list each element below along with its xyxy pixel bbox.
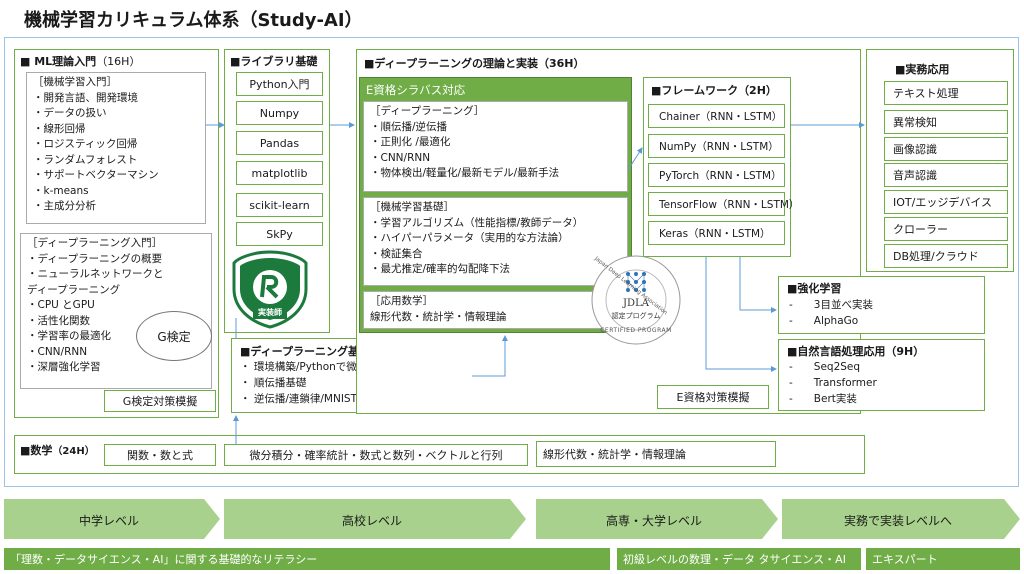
applications-header: ■実務応用 [895,63,950,76]
library-item-numpy: Numpy [236,101,323,125]
shield-icon [232,250,308,329]
literacy-strip-expert: エキスパート [866,548,1020,570]
level-label-junior-high: 中学レベル [78,514,139,528]
list-item: ・ランダムフォレスト [33,153,138,166]
list-item: ・最尤推定/確率的勾配降下法 [370,263,511,275]
application-item-anomaly: 異常検知 [884,110,1008,134]
math-hours: （24H） [52,446,95,457]
ml-intro-title: ■ ML理論入門 [20,55,97,68]
list-item: ・検証集合 [370,247,423,260]
jdla-badge: Japan Deep Learning Association JDLA 認定プ… [583,254,689,346]
ml-basics-syllabus-box: ［機械学習基礎］ ・学習アルゴリズム（性能指標/教師データ） ・ハイパーパラメー… [363,197,628,286]
g-test-badge: G検定 [136,311,212,361]
jdla-ring-icon [591,255,681,345]
application-item-iot: IOT/エッジデバイス [884,190,1008,214]
implementer-logo: 実装師 [229,249,311,329]
dl-intro-box-title: ［ディープラーニング入門］ [27,237,163,249]
list-item: ・深層強化学習 [27,361,101,373]
application-item-crawler: クローラー [884,217,1008,241]
ml-intro-box: ［機械学習入門］ ・開発言語、開発環境 ・データの扱い ・線形回帰 ・ロジスティ… [26,72,206,224]
math-item-linear-algebra: 線形代数・統計学・情報理論 [536,441,776,467]
framework-item-pytorch: PyTorch（RNN・LSTM） [648,163,785,187]
framework-item-keras: Keras（RNN・LSTM） [648,221,785,245]
dl-theory-header: ■ディープラーニングの理論と実装（36H） [364,57,585,70]
math-header: ■数学（24H） [20,442,95,458]
list-item: ・ディープラーニングの概要 [27,252,163,265]
applied-math-title: ［応用数学］ [370,295,433,307]
list-item: ・学習アルゴリズム（性能指標/教師データ） [370,216,584,229]
list-item: ・ハイパーパラメータ（実用的な方法論） [370,232,569,244]
list-item: ・学習率の最適化 [27,330,111,342]
rl-header: ■強化学習 [787,282,842,295]
list-item: - Seq2Seq [789,361,861,373]
level-label-college: 高専・大学レベル [605,514,702,528]
library-item-matplotlib: matplotlib [236,161,323,185]
implementer-logo-text: 実装師 [258,308,282,317]
math-item-calculus: 微分積分・確率統計・数式と数列・ベクトルと行列 [224,444,528,466]
list-item: ・ロジスティック回帰 [33,138,138,150]
rl-panel: ■強化学習 - 3目並べ実装 - AlphaGo [778,276,985,334]
list-item: ・主成分分析 [33,200,96,212]
application-item-text: テキスト処理 [884,81,1008,105]
level-label-high-school: 高校レベル [341,514,402,528]
list-item: 線形代数・統計学・情報理論 [370,310,507,323]
page-title: 機械学習カリキュラム体系（Study-AI） [24,10,363,31]
list-item: ディープラーニング [27,283,121,296]
jdla-sub: 認定プログラム [611,312,661,320]
ml-intro-box-title: ［機械学習入門］ [33,76,117,88]
list-item: ・開発言語、開発環境 [33,91,138,104]
framework-item-chainer: Chainer（RNN・LSTM） [648,104,785,128]
ml-intro-hours: （16H） [96,55,141,68]
list-item: ・ニューラルネットワークと [27,268,164,280]
dl-syllabus-title: ［ディープラーニング］ [370,105,485,117]
list-item: ・物体検出/軽量化/最新モデル/最新手法 [370,167,560,179]
math-title: ■数学 [20,444,53,457]
application-item-image: 画像認識 [884,137,1008,161]
jdla-bottom: CERTIFIED PROGRAM [600,327,672,334]
g-test-mock: G検定対策模擬 [104,390,216,412]
framework-item-numpy: NumPy（RNN・LSTM） [648,134,785,158]
library-item-scikit-learn: scikit-learn [236,193,323,217]
list-item: ・CNN/RNN [27,345,88,358]
list-item: - Bert実装 [789,393,857,405]
library-item-pandas: Pandas [236,131,323,155]
e-test-mock: E資格対策模擬 [657,385,769,409]
literacy-strip-beginner: 初級レベルの数理・データ タサイエンス・AI [617,548,861,570]
list-item: - Transformer [789,377,877,389]
framework-header: ■フレームワーク（2H） [651,84,777,97]
list-item: - AlphaGo [789,315,859,327]
nlp-panel: ■自然言語処理応用（9H） - Seq2Seq - Transformer - … [778,339,985,411]
list-item: ・k-means [33,184,89,197]
application-item-voice: 音声認識 [884,163,1008,187]
list-item: ・ 逆伝播/連鎖律/MNIST [240,393,358,405]
jdla-name: JDLA [623,298,649,309]
ml-basics-syllabus-title: ［機械学習基礎］ [370,201,454,213]
library-item-python: Python入門 [236,72,323,96]
list-item: ・順伝播/逆伝播 [370,120,448,133]
framework-item-tensorflow: TensorFlow（RNN・LSTM） [648,192,799,216]
library-header: ■ライブラリ基礎 [230,55,318,68]
library-item-skpy: SkPy [236,222,323,246]
math-item-functions: 関数・数と式 [104,444,216,466]
list-item: ・活性化関数 [27,314,90,327]
list-item: ・線形回帰 [33,122,86,135]
main-container [4,37,1019,487]
level-label-practical: 実務で実装レベルへ [843,514,952,528]
applied-math-box: ［応用数学］ 線形代数・統計学・情報理論 [363,291,628,329]
list-item: ・サポートベクターマシン [33,169,159,181]
list-item: ・正則化 /最適化 [370,136,451,148]
dl-syllabus-box: ［ディープラーニング］ ・順伝播/逆伝播 ・正則化 /最適化 ・CNN/RNN … [363,101,628,192]
ml-intro-header: ■ ML理論入門（16H） [20,53,140,69]
literacy-strip-basic: 「理数・データサイエンス・AI」に関する基礎的なリテラシー [4,548,610,570]
list-item: - 3目並べ実装 [789,299,873,311]
application-item-db: DB処理/クラウド [884,244,1008,268]
list-item: ・ 順伝播基礎 [240,377,307,389]
list-item: ・データの扱い [33,107,107,119]
e-syllabus-title: E資格シラバス対応 [366,83,466,97]
list-item: ・CNN/RNN [370,151,431,164]
list-item: ・CPU とGPU [27,299,95,311]
nlp-header: ■自然言語処理応用（9H） [787,345,925,358]
dl-intro-box: ［ディープラーニング入門］ ・ディープラーニングの概要 ・ニューラルネットワーク… [20,233,212,389]
